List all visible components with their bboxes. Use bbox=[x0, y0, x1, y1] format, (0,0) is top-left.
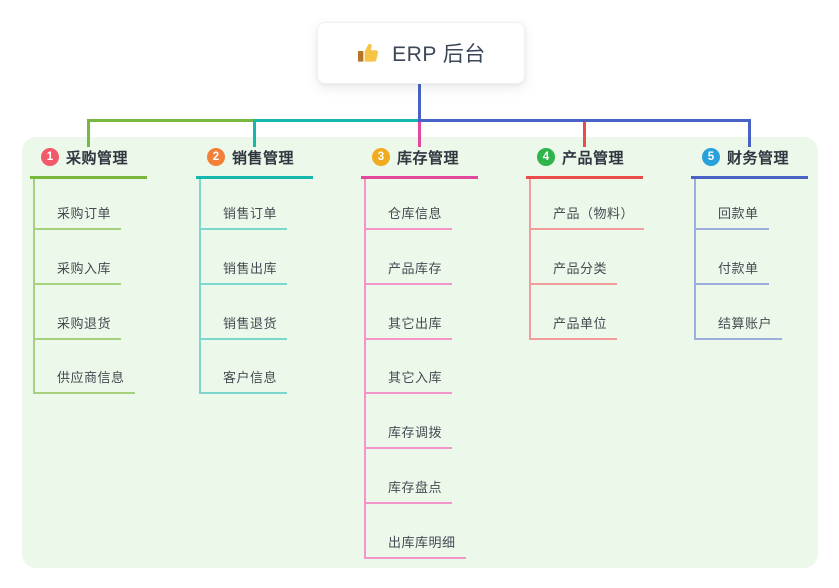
child-node[interactable]: 销售订单 bbox=[199, 205, 288, 230]
branch-node-5[interactable]: 5 财务管理 bbox=[691, 146, 808, 179]
branch-label: 库存管理 bbox=[397, 149, 460, 167]
branch-child-line bbox=[33, 179, 35, 395]
child-node[interactable]: 销售退货 bbox=[199, 315, 288, 340]
child-node[interactable]: 库存盘点 bbox=[364, 479, 453, 504]
thumbs-up-icon bbox=[358, 43, 379, 62]
root-node[interactable]: ERP 后台 bbox=[317, 22, 525, 84]
child-node[interactable]: 产品分类 bbox=[529, 260, 618, 285]
child-node[interactable]: 回款单 bbox=[694, 205, 769, 230]
branch-number-badge: 1 bbox=[41, 148, 59, 166]
branch-node-4[interactable]: 4 产品管理 bbox=[526, 146, 643, 179]
child-node[interactable]: 销售出库 bbox=[199, 260, 288, 285]
branch-label: 产品管理 bbox=[562, 149, 625, 167]
branch-number-badge: 3 bbox=[372, 148, 390, 166]
child-node[interactable]: 出库库明细 bbox=[364, 534, 466, 559]
branch-number-badge: 4 bbox=[537, 148, 555, 166]
child-node[interactable]: 采购退货 bbox=[33, 315, 122, 340]
child-node[interactable]: 结算账户 bbox=[694, 315, 783, 340]
child-node[interactable]: 客户信息 bbox=[199, 369, 288, 395]
child-node[interactable]: 产品库存 bbox=[364, 260, 453, 285]
child-node[interactable]: 其它出库 bbox=[364, 315, 453, 340]
branch-number-badge: 5 bbox=[702, 148, 720, 166]
mindmap-panel bbox=[22, 137, 818, 568]
child-node[interactable]: 付款单 bbox=[694, 260, 769, 285]
child-node[interactable]: 采购入库 bbox=[33, 260, 122, 285]
child-node[interactable]: 产品（物料） bbox=[529, 205, 645, 230]
branch-child-line bbox=[694, 179, 696, 340]
root-node-title: ERP 后台 bbox=[392, 43, 486, 66]
branch-label: 财务管理 bbox=[727, 149, 790, 167]
branch-number-badge: 2 bbox=[207, 148, 225, 166]
branch-node-2[interactable]: 2 销售管理 bbox=[196, 146, 313, 179]
child-node[interactable]: 库存调拨 bbox=[364, 424, 453, 450]
child-node[interactable]: 产品单位 bbox=[529, 315, 618, 340]
branch-label: 销售管理 bbox=[232, 149, 295, 167]
branch-child-line bbox=[529, 179, 531, 340]
child-node[interactable]: 仓库信息 bbox=[364, 205, 453, 230]
branch-child-line bbox=[364, 179, 366, 559]
branch-node-3[interactable]: 3 库存管理 bbox=[361, 146, 478, 179]
child-node[interactable]: 供应商信息 bbox=[33, 369, 135, 395]
child-node[interactable]: 采购订单 bbox=[33, 205, 122, 230]
branch-label: 采购管理 bbox=[66, 149, 129, 167]
branch-child-line bbox=[199, 179, 201, 395]
branch-node-1[interactable]: 1 采购管理 bbox=[30, 146, 147, 179]
child-node[interactable]: 其它入库 bbox=[364, 369, 453, 395]
